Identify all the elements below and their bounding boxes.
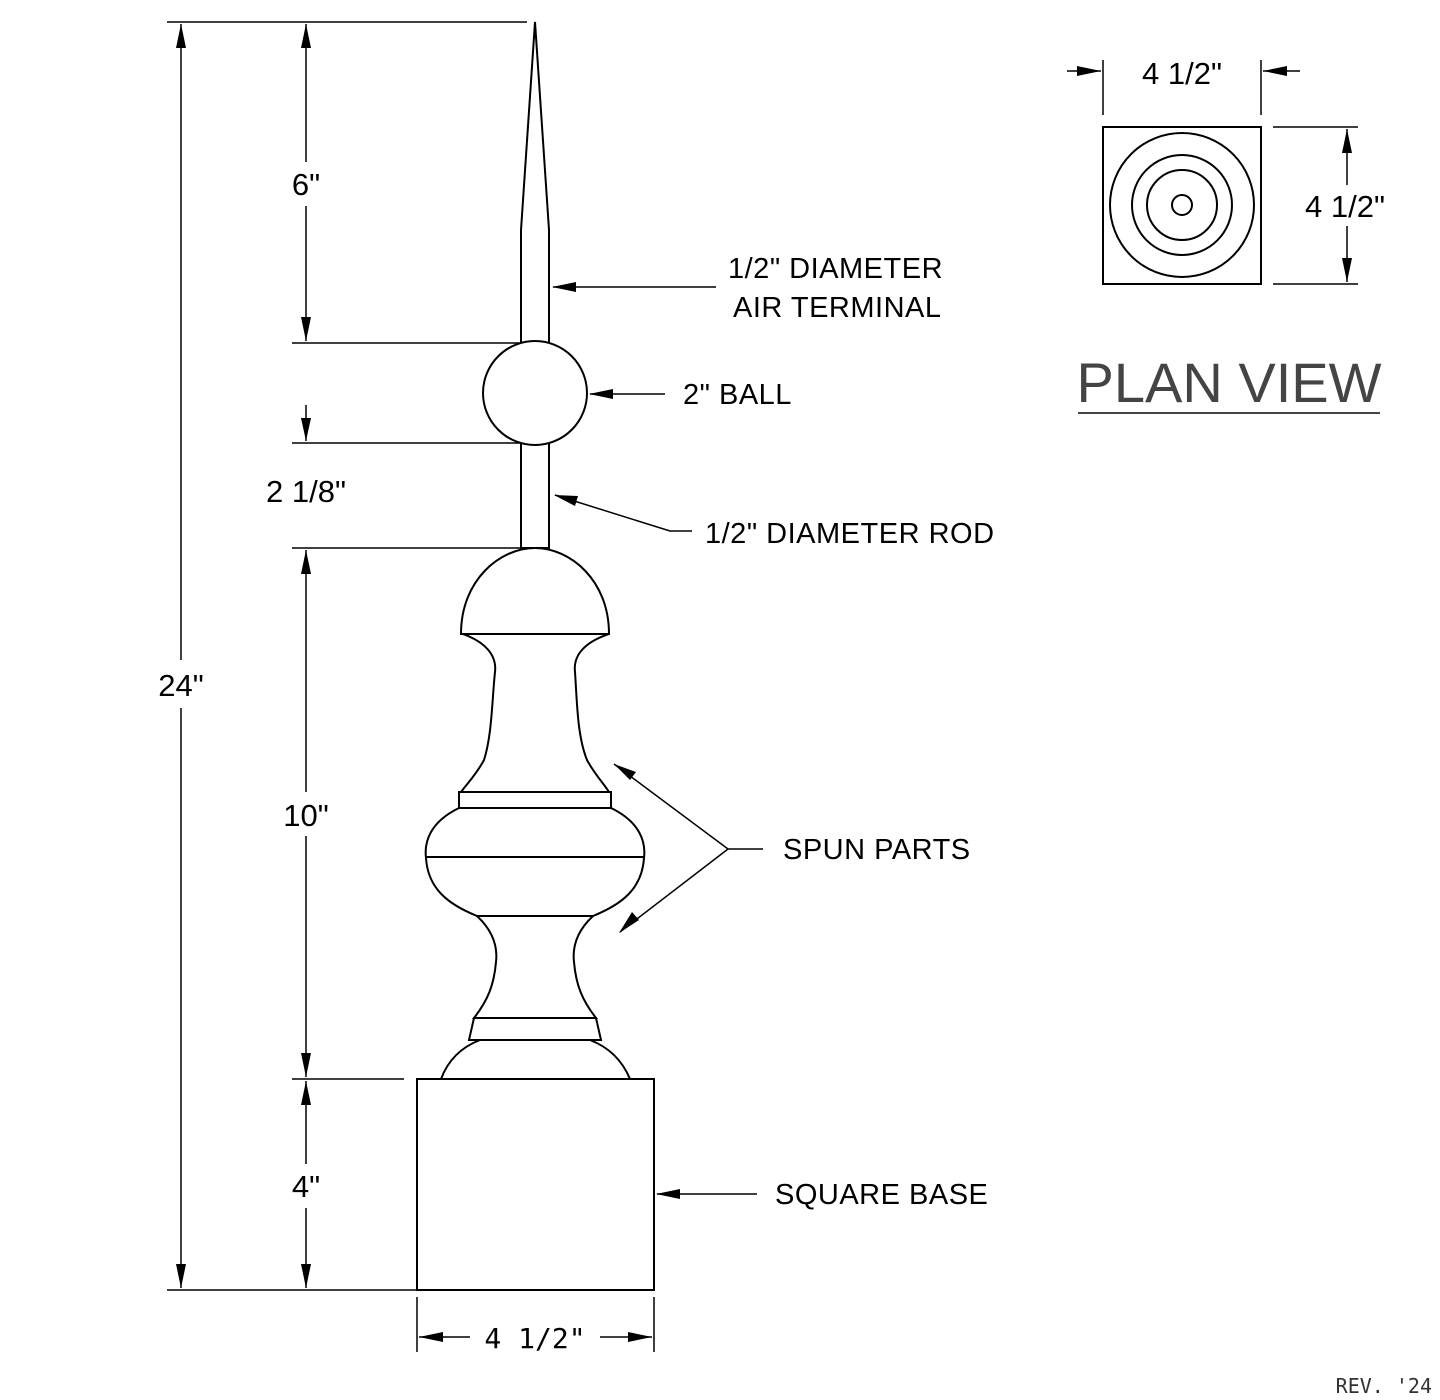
plan-width-text: 4 1/2" (1142, 56, 1222, 91)
label-ball: 2" BALL (683, 379, 792, 411)
dim-ball-rod-text: 2 1/8" (266, 474, 346, 509)
dim-spike-text: 6" (292, 167, 320, 202)
dome-cap (459, 546, 611, 635)
finial-elevation (416, 21, 655, 1291)
dim-base-width-text: 4 1/2" (484, 1322, 585, 1355)
plan-view-title: PLAN VIEW (1077, 351, 1382, 414)
plan-ring-inner (1146, 169, 1218, 241)
label-air-terminal-line2: AIR TERMINAL (733, 292, 942, 324)
ball (482, 340, 588, 446)
square-base (416, 1078, 655, 1291)
label-spun-parts: SPUN PARTS (783, 834, 971, 866)
dim-base-width: 4 1/2" (416, 1297, 655, 1355)
dim-base-height-text: 4" (292, 1169, 320, 1204)
band-lower (467, 1017, 603, 1041)
plan-center-hole (1171, 194, 1193, 216)
plan-view: 4 1/2" 4 1/2" PLAN VIEW (1067, 56, 1385, 414)
rod (520, 439, 550, 549)
upper-vase (459, 633, 611, 793)
callouts: 1/2" DIAMETER AIR TERMINAL 2" BALL 1/2" … (552, 253, 995, 1211)
revision-note: REV. '24 (1336, 1374, 1432, 1398)
dim-segments: 6" 2 1/8" 10" 4" (266, 24, 521, 1288)
bulb (424, 807, 646, 917)
dim-overall: 24" (140, 21, 527, 1291)
lower-neck (471, 915, 599, 1019)
plan-square (1102, 126, 1262, 285)
band-upper (458, 791, 612, 809)
dim-overall-text: 24" (158, 668, 204, 703)
label-square-base: SQUARE BASE (775, 1179, 988, 1211)
label-air-terminal-line1: 1/2" DIAMETER (728, 253, 943, 285)
plan-ring-outer (1109, 132, 1255, 278)
plan-ring-middle (1131, 154, 1233, 256)
label-rod: 1/2" DIAMETER ROD (705, 518, 995, 550)
air-terminal-spike (520, 21, 550, 344)
plan-depth-text: 4 1/2" (1305, 189, 1385, 224)
lower-dome (439, 1039, 632, 1080)
dim-spun-text: 10" (283, 798, 329, 833)
